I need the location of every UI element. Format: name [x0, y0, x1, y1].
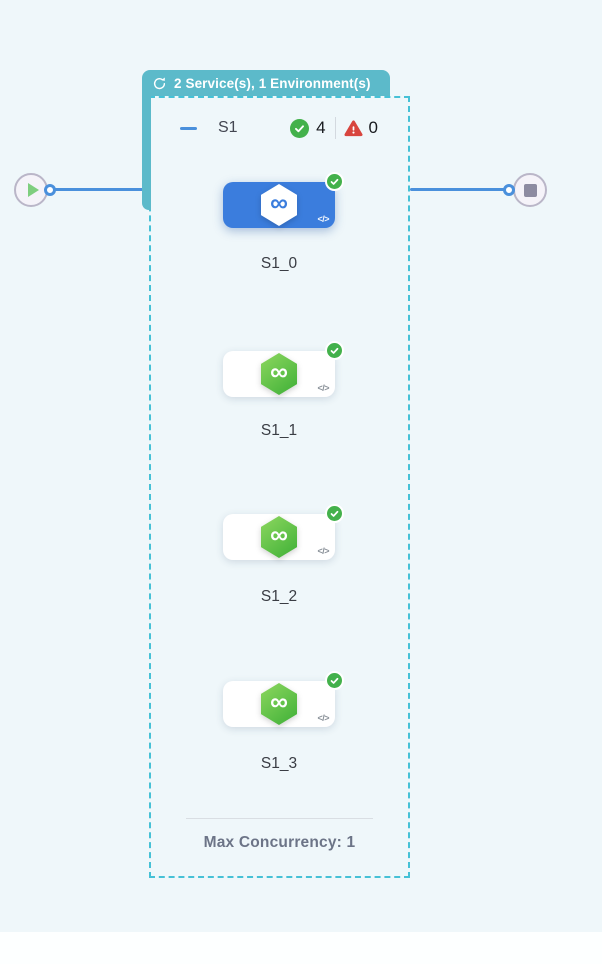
- status-divider: [334, 117, 336, 139]
- service-hexagon-icon: ∞: [259, 184, 299, 226]
- infinity-icon: ∞: [270, 188, 288, 217]
- status-check-icon: [325, 172, 344, 191]
- service-node-s1-2[interactable]: ∞ </>: [223, 504, 344, 560]
- code-icon: </>: [317, 713, 329, 723]
- node-label: S1_2: [260, 588, 298, 605]
- max-concurrency-label: Max Concurrency: 1: [203, 834, 356, 851]
- end-node: [513, 173, 547, 207]
- infinity-icon: ∞: [270, 687, 288, 716]
- stage-group-container: [149, 96, 410, 878]
- loop-icon: [153, 77, 166, 89]
- service-hexagon-icon: ∞: [259, 683, 299, 725]
- service-node-s1-0[interactable]: ∞ </>: [223, 172, 344, 228]
- badge-tail: [142, 94, 151, 210]
- edge-port-right[interactable]: [503, 184, 515, 196]
- status-check-icon: [325, 341, 344, 360]
- service-node-s1-1[interactable]: ∞ </>: [223, 341, 344, 397]
- code-icon: </>: [317, 214, 329, 224]
- code-icon: </>: [317, 383, 329, 393]
- node-label: S1_0: [260, 255, 298, 272]
- service-hexagon-icon: ∞: [259, 516, 299, 558]
- success-status-icon: [290, 118, 310, 138]
- stop-icon: [523, 183, 537, 197]
- status-check-icon: [325, 504, 344, 523]
- node-label: S1_3: [260, 755, 298, 772]
- error-count: 0: [368, 118, 378, 137]
- collapse-dash-icon[interactable]: [180, 126, 197, 130]
- start-node: [14, 173, 48, 207]
- services-environments-badge[interactable]: 2 Service(s), 1 Environment(s): [142, 70, 390, 96]
- play-icon: [27, 183, 39, 197]
- edge-line-start-to-stage: [50, 188, 149, 191]
- check-icon: [295, 124, 305, 132]
- service-node-s1-3[interactable]: ∞ </>: [223, 671, 344, 727]
- bottom-bar: [0, 932, 602, 964]
- service-hexagon-icon: ∞: [259, 353, 299, 395]
- code-icon: </>: [317, 546, 329, 556]
- edge-line-stage-to-end: [410, 188, 510, 191]
- infinity-icon: ∞: [270, 357, 288, 386]
- max-concurrency-divider: [186, 818, 373, 819]
- warning-icon: [344, 119, 363, 138]
- group-badge-label: 2 Service(s), 1 Environment(s): [174, 75, 371, 91]
- stage-status-group: 4 0: [290, 117, 378, 139]
- infinity-icon: ∞: [270, 520, 288, 549]
- node-label: S1_1: [260, 422, 298, 439]
- stage-header[interactable]: S1 4 0: [180, 114, 378, 142]
- success-count: 4: [316, 118, 326, 137]
- stage-name: S1: [218, 119, 238, 136]
- edge-port-left[interactable]: [44, 184, 56, 196]
- status-check-icon: [325, 671, 344, 690]
